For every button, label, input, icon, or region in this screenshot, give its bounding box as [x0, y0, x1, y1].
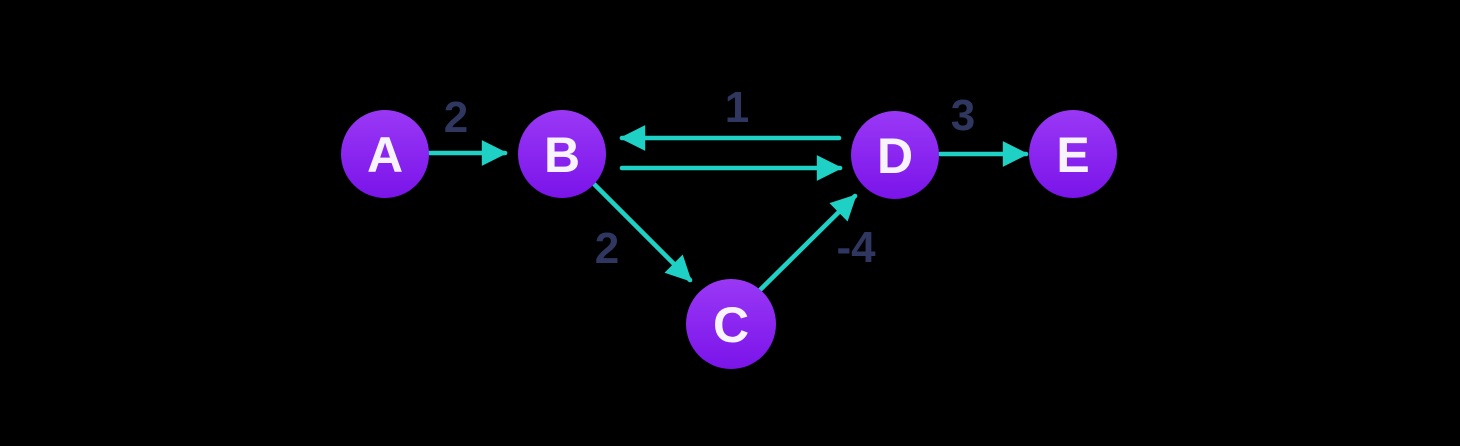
node-D: D — [851, 111, 939, 199]
edge-weight-B-C: 2 — [595, 224, 619, 273]
node-label-B: B — [544, 127, 580, 183]
node-B: B — [518, 110, 606, 198]
edge-B-C — [590, 180, 693, 283]
node-E: E — [1029, 110, 1117, 198]
node-label-A: A — [367, 127, 403, 183]
edge-weight-A-B: 2 — [444, 93, 468, 142]
node-A: A — [341, 110, 429, 198]
node-C: C — [686, 279, 776, 369]
node-label-E: E — [1056, 127, 1089, 183]
edge-weight-C-D: -4 — [836, 223, 876, 272]
node-label-D: D — [877, 128, 913, 184]
node-label-C: C — [713, 297, 749, 353]
node-layer: A B C D E — [341, 110, 1117, 369]
edge-layer: 2 1 2 -4 3 — [426, 83, 1029, 293]
edge-weight-D-B: 1 — [725, 83, 749, 132]
edge-C-D — [757, 193, 858, 293]
edge-weight-D-E: 3 — [951, 91, 975, 140]
